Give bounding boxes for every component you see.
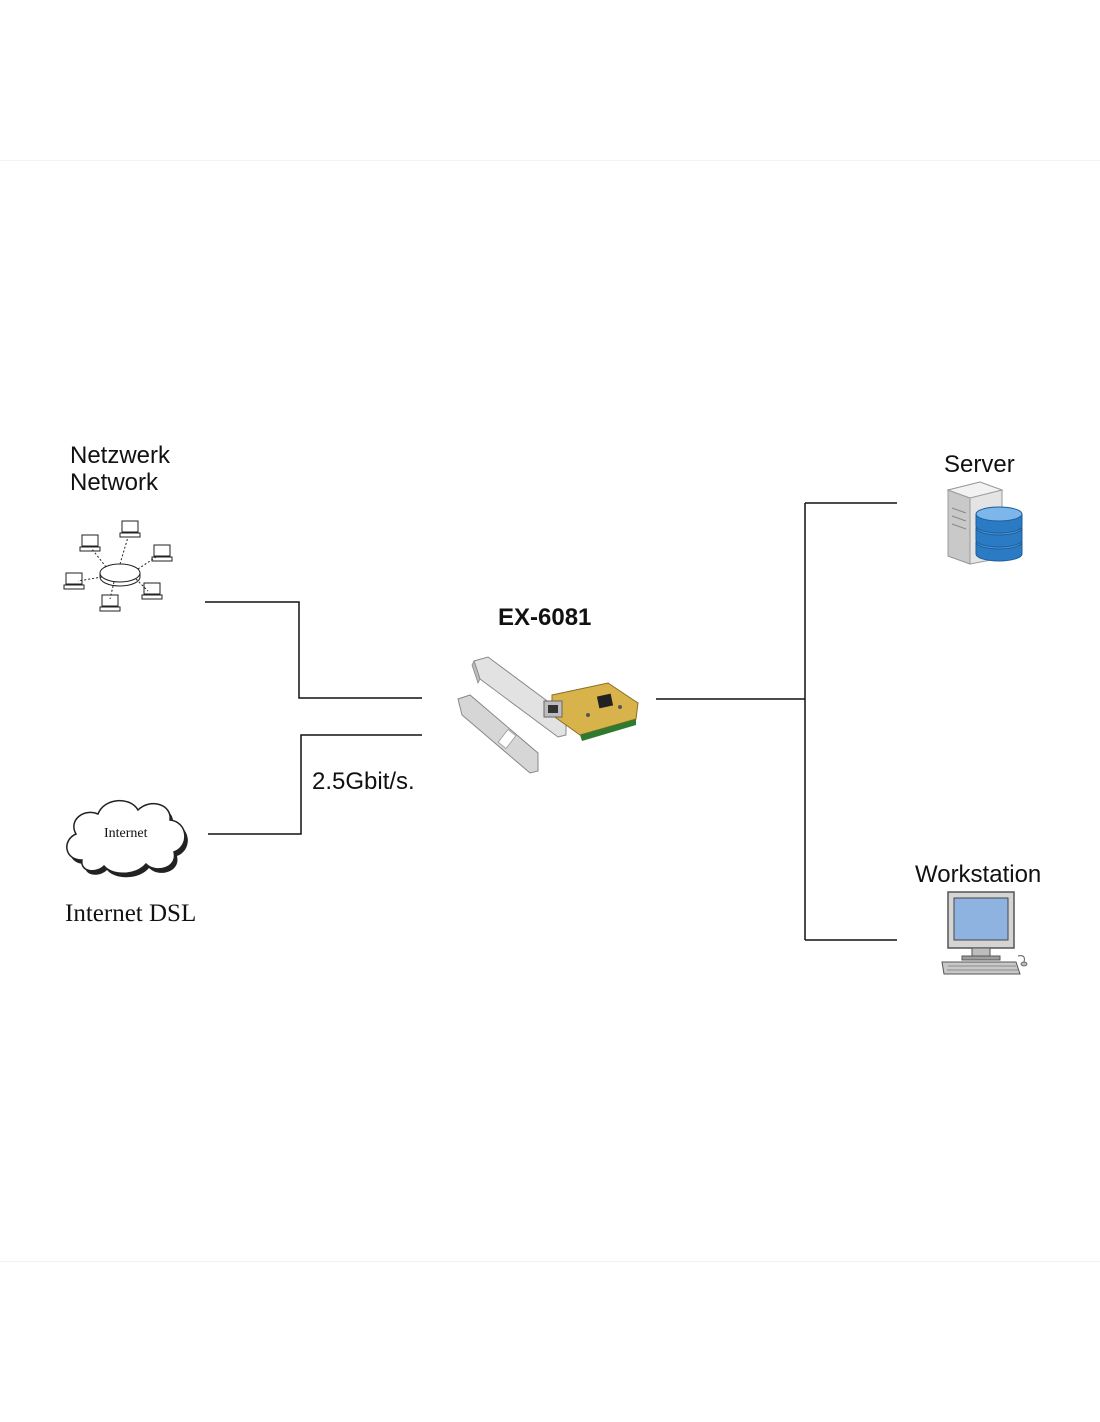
pcie-network-card-icon xyxy=(457,656,639,774)
workstation-label: Workstation xyxy=(915,861,1042,888)
server-label: Server xyxy=(944,451,1015,478)
cloud-icon: Internet xyxy=(60,790,192,880)
network-label-en: Network xyxy=(70,469,159,496)
cloud-text: Internet xyxy=(104,826,148,841)
speed-label: 2.5Gbit/s. xyxy=(312,768,415,795)
internet-label: Internet DSL xyxy=(65,900,197,927)
network-topology-icon xyxy=(63,520,173,612)
internet-link xyxy=(208,734,422,835)
network-label-de: Netzwerk xyxy=(70,442,171,469)
device-title: EX-6081 xyxy=(498,604,592,631)
desktop-computer-icon xyxy=(941,891,1028,975)
network-link xyxy=(205,601,422,699)
server-database-icon xyxy=(946,481,1023,565)
